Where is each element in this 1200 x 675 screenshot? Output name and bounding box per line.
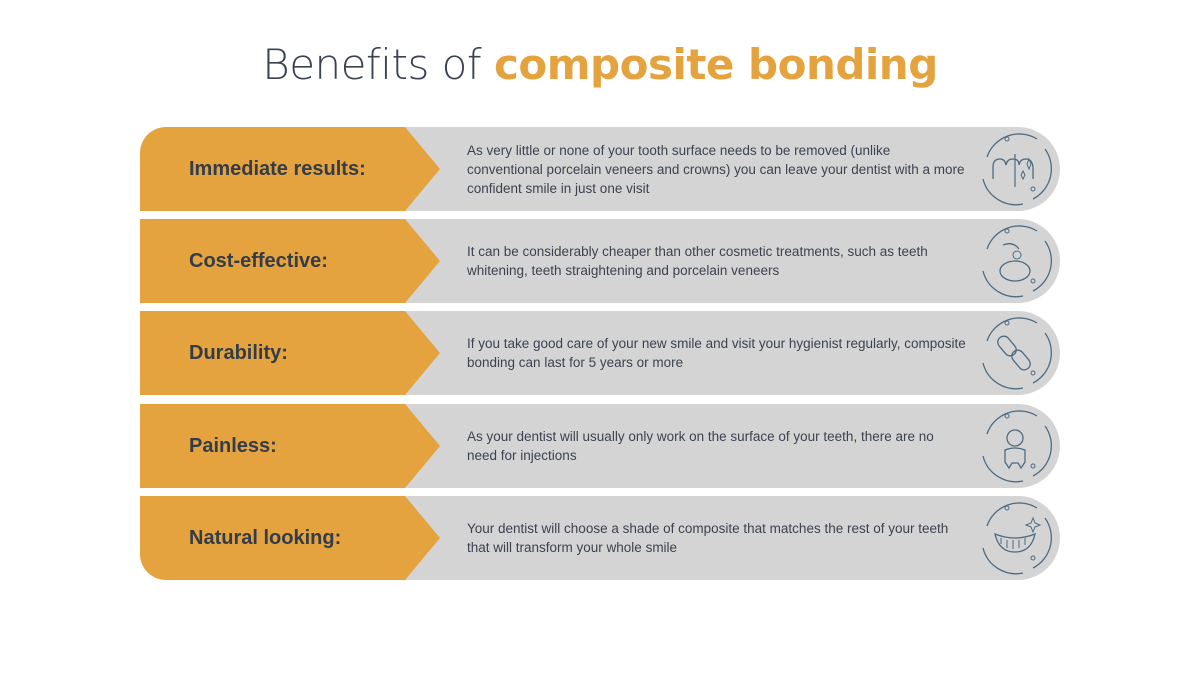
benefit-label: Cost-effective: (189, 250, 328, 272)
benefit-row: Immediate results: As very little or non… (140, 127, 1060, 211)
benefit-description: Your dentist will choose a shade of comp… (467, 521, 949, 555)
benefit-description: It can be considerably cheaper than othe… (467, 244, 928, 278)
chain-link-icon (982, 317, 1053, 390)
benefit-row: Painless: As your dentist will usually o… (140, 404, 1060, 488)
description-panel (400, 127, 1060, 211)
description-panel (400, 311, 1060, 395)
benefit-label: Immediate results: (189, 158, 366, 180)
label-arrow (140, 496, 440, 580)
label-arrow (140, 404, 440, 488)
description-panel (400, 219, 1060, 303)
benefit-label: Painless: (189, 435, 277, 457)
benefit-description: As your dentist will usually only work o… (467, 429, 934, 463)
page-title: Benefits of composite bonding (0, 40, 1200, 89)
description-panel (400, 496, 1060, 580)
benefit-label: Durability: (189, 342, 288, 364)
benefit-row: Cost-effective: It can be considerably c… (140, 219, 1060, 303)
smile-sparkle-icon (982, 502, 1053, 575)
description-panel (400, 404, 1060, 488)
benefit-row: Natural looking: Your dentist will choos… (140, 496, 1060, 580)
benefit-row: Durability: If you take good care of you… (140, 311, 1060, 395)
teeth-sparkle-icon (982, 133, 1053, 206)
label-arrow (140, 127, 440, 211)
piggy-bank-icon (982, 225, 1053, 298)
benefit-description: If you take good care of your new smile … (467, 336, 966, 370)
benefit-description: As very little or none of your tooth sur… (467, 142, 965, 196)
label-arrow (140, 311, 440, 395)
label-arrow (140, 219, 440, 303)
happy-tooth-icon (982, 410, 1053, 483)
title-accent: composite bonding (494, 40, 938, 89)
title-prefix: Benefits of (262, 40, 495, 89)
benefit-label: Natural looking: (189, 527, 342, 549)
